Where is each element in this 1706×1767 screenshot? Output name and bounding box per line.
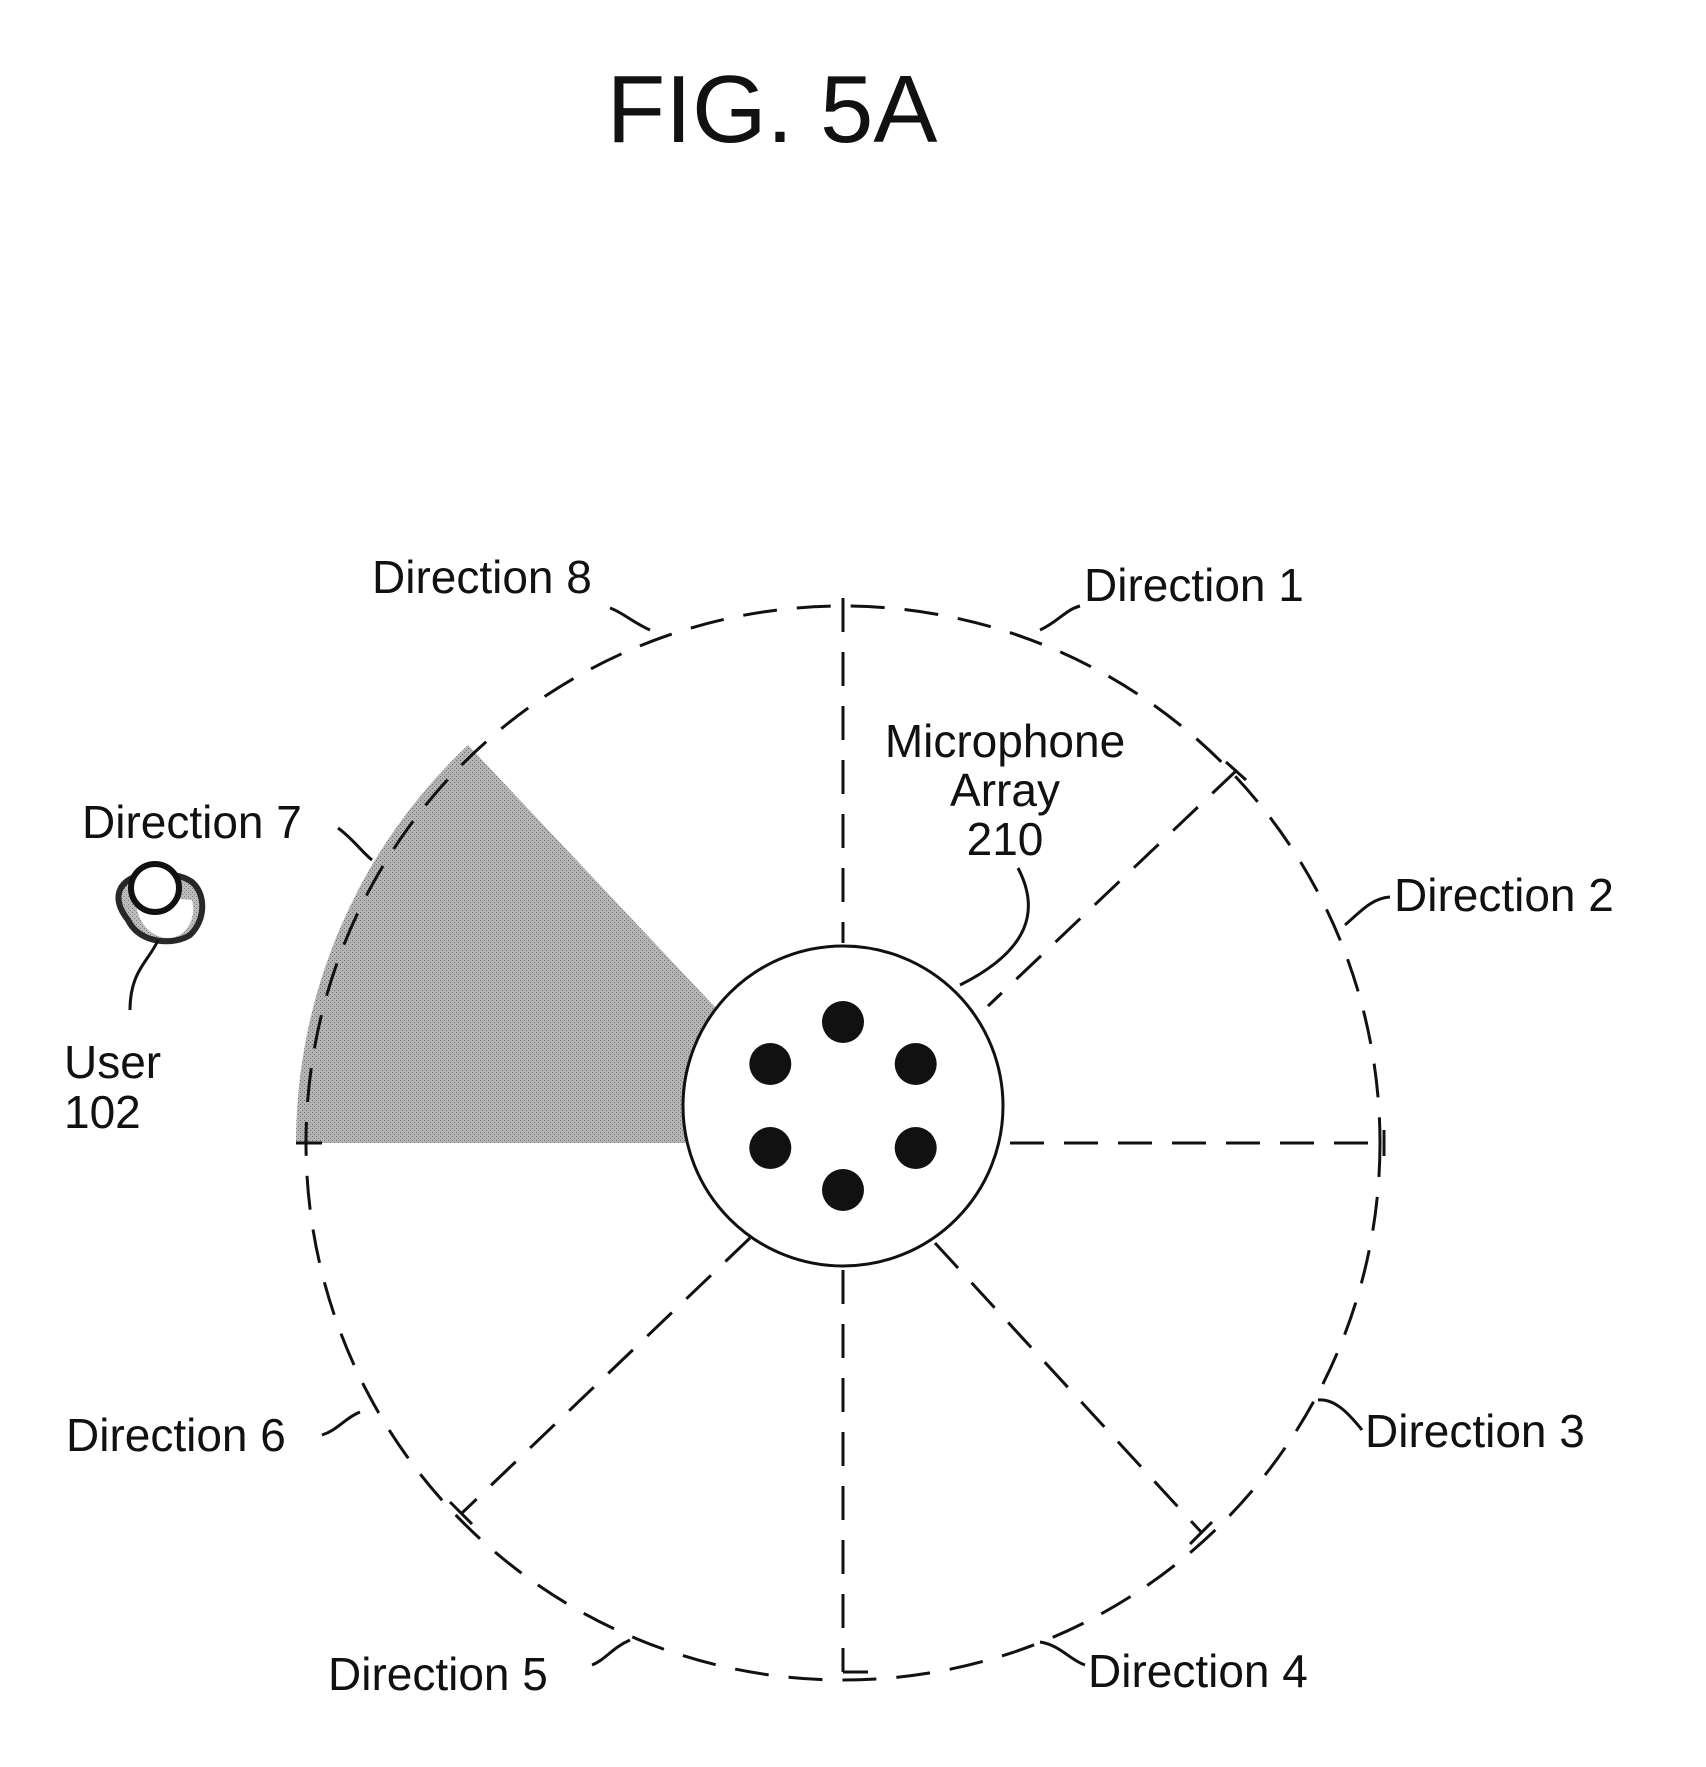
- microphone-dot: [749, 1043, 791, 1085]
- direction-label-4: Direction 4: [1088, 1645, 1308, 1697]
- direction-label-7: Direction 7: [82, 796, 302, 848]
- direction-label-5: Direction 5: [328, 1648, 548, 1700]
- microphone-array-label-line2: Array: [950, 764, 1060, 816]
- direction-2-leader: [1345, 897, 1390, 925]
- microphone-array-label-ref: 210: [967, 813, 1044, 865]
- direction-6-leader: [322, 1412, 360, 1435]
- direction-5-leader: [592, 1640, 630, 1665]
- microphone-dot: [895, 1043, 937, 1085]
- direction-label-2: Direction 2: [1394, 869, 1614, 921]
- user-label-line2: 102: [64, 1086, 141, 1138]
- divider-lower-right: [935, 1243, 1202, 1533]
- microphone-dot: [749, 1127, 791, 1169]
- direction-4-leader: [1040, 1642, 1085, 1665]
- microphone-array-hub: [683, 946, 1003, 1266]
- direction-8-leader: [610, 608, 650, 630]
- direction-label-6: Direction 6: [66, 1409, 286, 1461]
- divider-lower-left: [462, 1238, 750, 1513]
- direction-label-3: Direction 3: [1365, 1405, 1585, 1457]
- user-leader-line: [130, 940, 158, 1010]
- user-icon: [118, 864, 202, 1010]
- user-head-shape: [131, 864, 179, 912]
- microphone-dot: [822, 1001, 864, 1043]
- figure-title: FIG. 5A: [607, 56, 938, 163]
- direction-3-leader: [1318, 1400, 1362, 1430]
- microphone-array-leader-line: [960, 868, 1028, 985]
- direction-7-leader: [338, 828, 372, 860]
- microphone-dot: [822, 1169, 864, 1211]
- microphone-dot: [895, 1127, 937, 1169]
- microphone-array-label-line1: Microphone: [885, 715, 1125, 767]
- direction-1-leader: [1040, 606, 1080, 630]
- user-label-line1: User: [64, 1036, 161, 1088]
- direction-label-1: Direction 1: [1084, 559, 1304, 611]
- direction-label-8: Direction 8: [372, 551, 592, 603]
